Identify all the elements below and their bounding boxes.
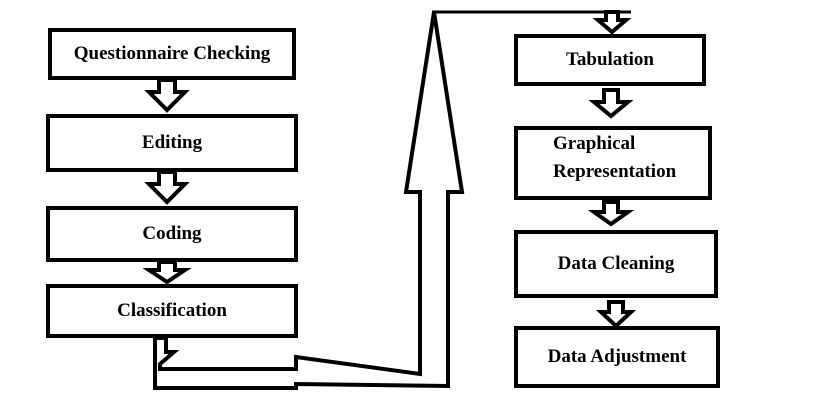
arrow-cleaning-to-adjustment: [595, 300, 637, 329]
box-data-cleaning: Data Cleaning: [514, 230, 718, 298]
graphical-representation-label-line1: Graphical: [553, 133, 636, 154]
box-graphical-representation: Graphical Representation: [514, 126, 712, 200]
arrow-tabulation-to-graphical: [588, 88, 634, 119]
box-editing: Editing: [46, 114, 298, 172]
tabulation-label: Tabulation: [565, 49, 654, 70]
questionnaire-checking-label: Questionnaire Checking: [73, 43, 271, 64]
arrow-questionnaire-to-editing: [144, 78, 190, 113]
coding-label: Coding: [142, 223, 202, 244]
box-classification: Classification: [46, 284, 298, 338]
classification-label: Classification: [117, 300, 227, 321]
box-coding: Coding: [46, 206, 298, 262]
arrow-coding-to-classification: [142, 260, 192, 285]
arrow-classification-to-tabulation: [153, 11, 465, 390]
box-questionnaire-checking: Questionnaire Checking: [48, 28, 296, 80]
data-adjustment-label: Data Adjustment: [547, 346, 687, 367]
data-cleaning-label: Data Cleaning: [557, 253, 675, 274]
arrow-entry-tabulation: [592, 10, 632, 35]
arrow-editing-to-coding: [144, 170, 190, 205]
box-data-adjustment: Data Adjustment: [514, 326, 720, 388]
arrow-graphical-to-cleaning: [587, 200, 635, 227]
editing-label: Editing: [141, 132, 203, 153]
graphical-representation-label-line2: Representation: [553, 161, 677, 182]
box-tabulation: Tabulation: [514, 34, 706, 86]
